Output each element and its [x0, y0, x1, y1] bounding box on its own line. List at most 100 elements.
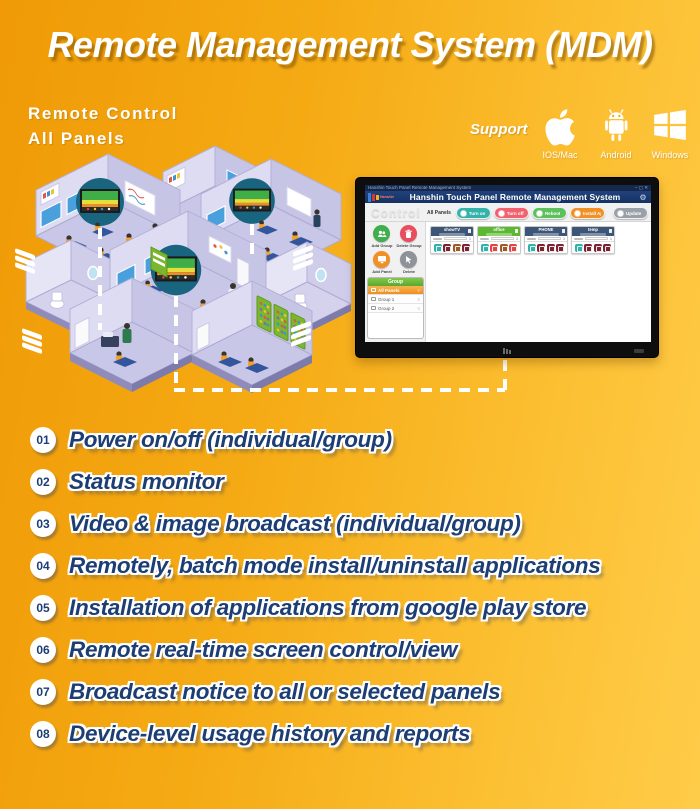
turn-on-button[interactable]: Turn on	[455, 207, 491, 219]
delete-panel-button[interactable]	[400, 251, 417, 268]
feature-item: 06 Remote real-time screen control/view	[30, 636, 690, 664]
gear-icon[interactable]: ⚙	[639, 192, 647, 202]
feature-number-badge: 07	[30, 679, 56, 705]
bezel-sticker	[634, 349, 644, 353]
control-watermark: Control	[371, 206, 421, 220]
android-icon	[588, 106, 644, 148]
card-action-button[interactable]	[537, 243, 546, 252]
delete-group-label: Delete Group	[396, 243, 422, 248]
feature-text: Status monitor	[69, 469, 224, 494]
all-panels-label: All Panels	[427, 210, 451, 216]
group-row-all-panels[interactable]: All Panels ≡	[368, 286, 423, 295]
device-cards: showTV 1 office 1	[430, 226, 615, 254]
monitor-mockup: Hanshin Touch Panel Remote Management Sy…	[355, 177, 659, 358]
reboot-icon	[535, 209, 543, 217]
card-title: temp	[587, 227, 598, 232]
card-action-button[interactable]	[509, 243, 518, 252]
add-panel-button[interactable]	[373, 251, 390, 268]
card-title: office	[493, 227, 505, 232]
feature-item: 03 Video & image broadcast (individual/gr…	[30, 510, 690, 538]
panel-icon	[371, 288, 376, 292]
left-sidebar: Add Group Delete Group Add Panel Delete …	[365, 222, 426, 342]
card-input[interactable]	[491, 236, 515, 241]
platform-android-label: Android	[600, 150, 632, 160]
feature-text: Remote real-time screen control/view	[69, 637, 458, 662]
trash-icon[interactable]	[609, 229, 612, 233]
row-menu-icon[interactable]: ≡	[417, 305, 420, 311]
device-card-office: office 1	[477, 226, 521, 254]
card-action-button[interactable]	[443, 243, 452, 252]
install-icon	[573, 209, 581, 217]
panel-icon	[371, 297, 376, 301]
card-action-button[interactable]	[462, 243, 471, 252]
update-icon	[616, 209, 624, 217]
card-action-button[interactable]	[546, 243, 555, 252]
platform-windows: Windows	[642, 103, 698, 160]
feature-text: Broadcast notice to all or selected pane…	[69, 679, 501, 704]
card-action-button[interactable]	[452, 243, 461, 252]
turn-off-button[interactable]: Turn off	[493, 207, 529, 219]
trash-icon[interactable]	[562, 229, 565, 233]
card-action-button[interactable]	[499, 243, 508, 252]
reboot-button[interactable]: Reboot	[531, 207, 567, 219]
feature-text: Remotely, batch mode install/uninstall a…	[69, 553, 601, 578]
add-group-button[interactable]	[373, 225, 390, 242]
row-menu-icon[interactable]: ≡	[417, 296, 420, 302]
row-menu-icon[interactable]: ≡	[417, 287, 420, 293]
card-input[interactable]	[538, 236, 562, 241]
toolbar: All Panels Turn on Turn off Reboot Insta…	[427, 206, 648, 220]
group-row-1[interactable]: Group 1 ≡	[368, 295, 423, 304]
card-action-button[interactable]	[593, 243, 602, 252]
card-power-button[interactable]	[480, 243, 489, 252]
tagline: Remote Control All Panels	[28, 101, 178, 151]
app-screen: Hanshin Touch Panel Remote Management Sy…	[365, 185, 651, 342]
device-card-temp: temp 1	[571, 226, 615, 254]
window-title: Hanshin Touch Panel Remote Management Sy…	[368, 185, 472, 190]
feature-number-badge: 08	[30, 721, 56, 747]
group-row-2[interactable]: Group 2 ≡	[368, 304, 423, 313]
card-power-button[interactable]	[574, 243, 583, 252]
card-power-button[interactable]	[527, 243, 536, 252]
feature-text: Power on/off (individual/group)	[69, 427, 392, 452]
feature-text: Device-level usage history and reports	[69, 721, 471, 746]
feature-item: 07 Broadcast notice to all or selected pa…	[30, 678, 690, 706]
windows-icon	[642, 106, 698, 148]
app-title: Hanshin Touch Panel Remote Management Sy…	[409, 192, 621, 202]
card-input[interactable]	[585, 236, 609, 241]
platform-apple-label: IOS/Mac	[542, 150, 578, 160]
hanshin-logo: Hanshin	[365, 192, 395, 202]
trash-icon[interactable]	[515, 229, 518, 233]
delete-group-button[interactable]	[400, 225, 417, 242]
feature-text: Installation of applications from google…	[69, 595, 587, 620]
support-label: Support	[470, 121, 528, 138]
card-title: showTV	[443, 227, 461, 232]
card-action-button[interactable]	[584, 243, 593, 252]
group-panel-header: Group	[368, 278, 423, 286]
card-input[interactable]	[444, 236, 468, 241]
install-app-button[interactable]: Install App	[569, 207, 605, 219]
feature-item: 08 Device-level usage history and reports	[30, 720, 690, 748]
device-card-showtv: showTV 1	[430, 226, 474, 254]
add-group-label: Add Group	[371, 243, 393, 248]
update-button[interactable]: Update	[612, 207, 648, 219]
feature-number-badge: 04	[30, 553, 56, 579]
card-action-button[interactable]	[603, 243, 612, 252]
card-power-button[interactable]	[433, 243, 442, 252]
window-titlebar: Hanshin Touch Panel Remote Management Sy…	[365, 185, 651, 191]
bezel-logo	[503, 348, 511, 354]
feature-number-badge: 06	[30, 637, 56, 663]
trash-icon[interactable]	[468, 229, 471, 233]
support-section: Support IOS/Mac Android	[466, 103, 696, 165]
power-off-icon	[497, 209, 505, 217]
page-title: Remote Management System (MDM)	[47, 24, 653, 65]
window-controls[interactable]: – ▢ ✕	[634, 185, 648, 190]
add-panel-label: Add Panel	[372, 269, 392, 274]
feature-text: Video & image broadcast (individual/grou…	[69, 511, 521, 536]
card-action-button[interactable]	[490, 243, 499, 252]
card-action-button[interactable]	[556, 243, 565, 252]
feature-number-badge: 03	[30, 511, 56, 537]
platform-android: Android	[588, 103, 644, 160]
